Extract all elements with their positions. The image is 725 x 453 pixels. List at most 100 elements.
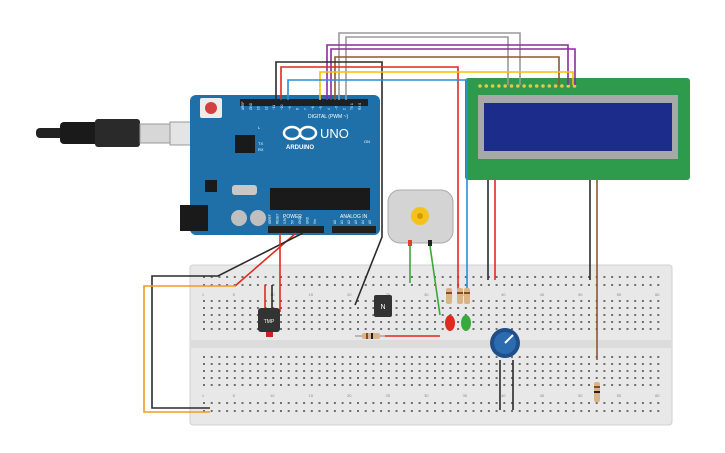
breadboard-hole [241, 307, 244, 309]
breadboard-hole [649, 410, 652, 412]
breadboard-hole [233, 276, 236, 278]
breadboard-hole [518, 370, 521, 372]
breadboard-hole [626, 314, 629, 316]
breadboard-hole [303, 314, 306, 316]
breadboard-hole [318, 370, 321, 372]
breadboard-hole [518, 356, 521, 358]
breadboard-hole [233, 370, 236, 372]
lcd-pin [490, 84, 495, 88]
breadboard-hole [241, 284, 244, 286]
breadboard-hole [657, 363, 660, 365]
breadboard-hole [649, 402, 652, 404]
breadboard-hole [295, 328, 298, 330]
breadboard-hole [441, 321, 444, 323]
lcd-pin [553, 84, 558, 88]
potentiometer[interactable] [490, 328, 520, 358]
breadboard-hole [241, 321, 244, 323]
breadboard-hole [526, 410, 529, 412]
breadboard-hole [518, 363, 521, 365]
breadboard-hole [457, 410, 460, 412]
breadboard-hole [534, 356, 537, 358]
breadboard-hole [487, 300, 490, 302]
breadboard-hole [626, 321, 629, 323]
breadboard-hole [226, 363, 229, 365]
breadboard-hole [333, 314, 336, 316]
breadboard-hole [395, 384, 398, 386]
breadboard-hole [426, 321, 429, 323]
breadboard-hole [318, 307, 321, 309]
breadboard-hole [611, 370, 614, 372]
breadboard-hole [572, 356, 575, 358]
breadboard-hole [572, 370, 575, 372]
led-green [461, 315, 471, 331]
breadboard-hole [641, 363, 644, 365]
breadboard-hole [572, 402, 575, 404]
breadboard-hole [541, 300, 544, 302]
breadboard-hole [526, 377, 529, 379]
breadboard-hole [464, 314, 467, 316]
breadboard-hole [611, 284, 614, 286]
breadboard-hole [410, 314, 413, 316]
lcd-screen [484, 103, 672, 151]
breadboard-hole [487, 307, 490, 309]
breadboard-hole [387, 328, 390, 330]
breadboard-hole [341, 321, 344, 323]
breadboard-hole [657, 377, 660, 379]
breadboard-hole [287, 276, 290, 278]
breadboard-hole [434, 377, 436, 379]
breadboard-hole [434, 356, 436, 358]
column-number: 45 [540, 292, 545, 297]
breadboard-hole [588, 307, 590, 309]
breadboard-hole [449, 370, 452, 372]
breadboard-hole [649, 363, 652, 365]
breadboard-hole [603, 328, 606, 330]
lcd-pin [516, 84, 520, 88]
breadboard-hole [549, 328, 552, 330]
breadboard-hole [588, 328, 590, 330]
breadboard-hole [303, 377, 306, 379]
breadboard-hole [410, 307, 413, 309]
breadboard-hole [341, 300, 344, 302]
breadboard-hole [603, 384, 606, 386]
breadboard-hole [395, 356, 398, 358]
breadboard-hole [410, 276, 413, 278]
breadboard-hole [634, 363, 637, 365]
breadboard-hole [557, 307, 560, 309]
breadboard-hole [480, 356, 483, 358]
breadboard-hole [210, 402, 213, 404]
breadboard-hole [203, 307, 205, 309]
breadboard-hole [441, 300, 444, 302]
breadboard-hole [549, 284, 552, 286]
breadboard-hole [357, 363, 359, 365]
breadboard-hole [349, 307, 352, 309]
breadboard-hole [418, 321, 421, 323]
breadboard-hole [541, 363, 544, 365]
breadboard-hole [210, 300, 213, 302]
breadboard-hole [541, 276, 544, 278]
breadboard-hole [564, 314, 567, 316]
breadboard-hole [203, 410, 205, 412]
breadboard-hole [341, 276, 344, 278]
breadboard-hole [495, 307, 498, 309]
breadboard-hole [634, 321, 637, 323]
breadboard-hole [426, 363, 429, 365]
breadboard-hole [472, 363, 475, 365]
breadboard-hole [472, 384, 475, 386]
breadboard-hole [526, 363, 529, 365]
breadboard-hole [588, 410, 590, 412]
breadboard-hole [603, 276, 606, 278]
breadboard-hole [226, 377, 229, 379]
reset-button-icon[interactable] [205, 102, 217, 114]
breadboard-hole [403, 307, 406, 309]
column-number: 30 [424, 292, 429, 297]
breadboard-hole [580, 356, 583, 358]
breadboard-hole [372, 314, 375, 316]
breadboard-hole [326, 384, 329, 386]
breadboard-hole [333, 370, 336, 372]
breadboard-hole [287, 321, 290, 323]
breadboard-hole [611, 410, 614, 412]
breadboard-hole [203, 363, 205, 365]
breadboard-hole [226, 307, 229, 309]
breadboard-hole [641, 314, 644, 316]
resistor-horizontal [355, 333, 385, 339]
